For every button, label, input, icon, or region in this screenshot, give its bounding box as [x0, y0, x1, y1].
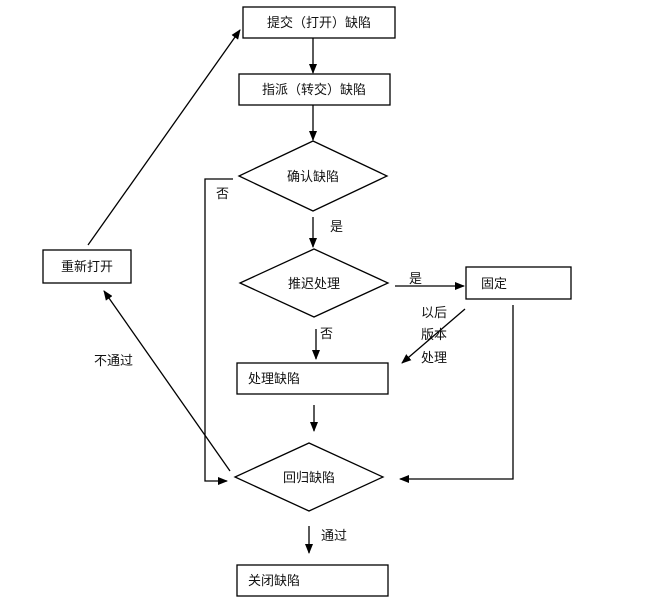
node-submit-defect-label: 提交（打开）缺陷 — [267, 15, 371, 31]
node-reopen-label: 重新打开 — [61, 259, 113, 275]
label-confirm-yes: 是 — [330, 220, 343, 235]
edge-reopen-to-submit — [87, 29, 241, 246]
label-later-1: 以后 — [421, 306, 447, 321]
label-defer-no: 否 — [320, 327, 333, 342]
node-assign-defect-label: 指派（转交）缺陷 — [262, 82, 366, 98]
label-defer-yes: 是 — [409, 272, 422, 287]
node-defer-handling-label: 推迟处理 — [288, 277, 340, 292]
node-handle-defect-label: 处理缺陷 — [248, 372, 300, 387]
node-regress-defect: 回归缺陷 — [233, 442, 385, 512]
node-fixed-label: 固定 — [481, 277, 507, 292]
node-regress-defect-label: 回归缺陷 — [283, 471, 335, 486]
label-regress-pass: 通过 — [321, 529, 347, 544]
label-later-3: 处理 — [421, 351, 447, 366]
node-defer-handling: 推迟处理 — [238, 248, 390, 318]
edge-fixed-later-to-handle — [401, 308, 466, 364]
edge-regress-fail-to-reopen — [103, 290, 231, 472]
node-confirm-defect: 确认缺陷 — [237, 140, 389, 212]
node-confirm-defect-label: 确认缺陷 — [287, 170, 339, 185]
label-later-2: 版本 — [421, 328, 447, 343]
node-reopen: 重新打开 — [42, 249, 132, 284]
node-fixed: 固定 — [465, 266, 572, 300]
label-regress-fail: 不通过 — [94, 354, 133, 369]
node-submit-defect: 提交（打开）缺陷 — [242, 6, 396, 39]
node-handle-defect: 处理缺陷 — [236, 362, 389, 395]
node-close-defect: 关闭缺陷 — [236, 564, 389, 597]
node-close-defect-label: 关闭缺陷 — [248, 574, 300, 589]
node-assign-defect: 指派（转交）缺陷 — [238, 73, 391, 106]
edge-confirm-no-loop — [204, 178, 233, 485]
edge-fixed-to-regress — [399, 305, 514, 483]
label-confirm-no: 否 — [216, 187, 229, 202]
